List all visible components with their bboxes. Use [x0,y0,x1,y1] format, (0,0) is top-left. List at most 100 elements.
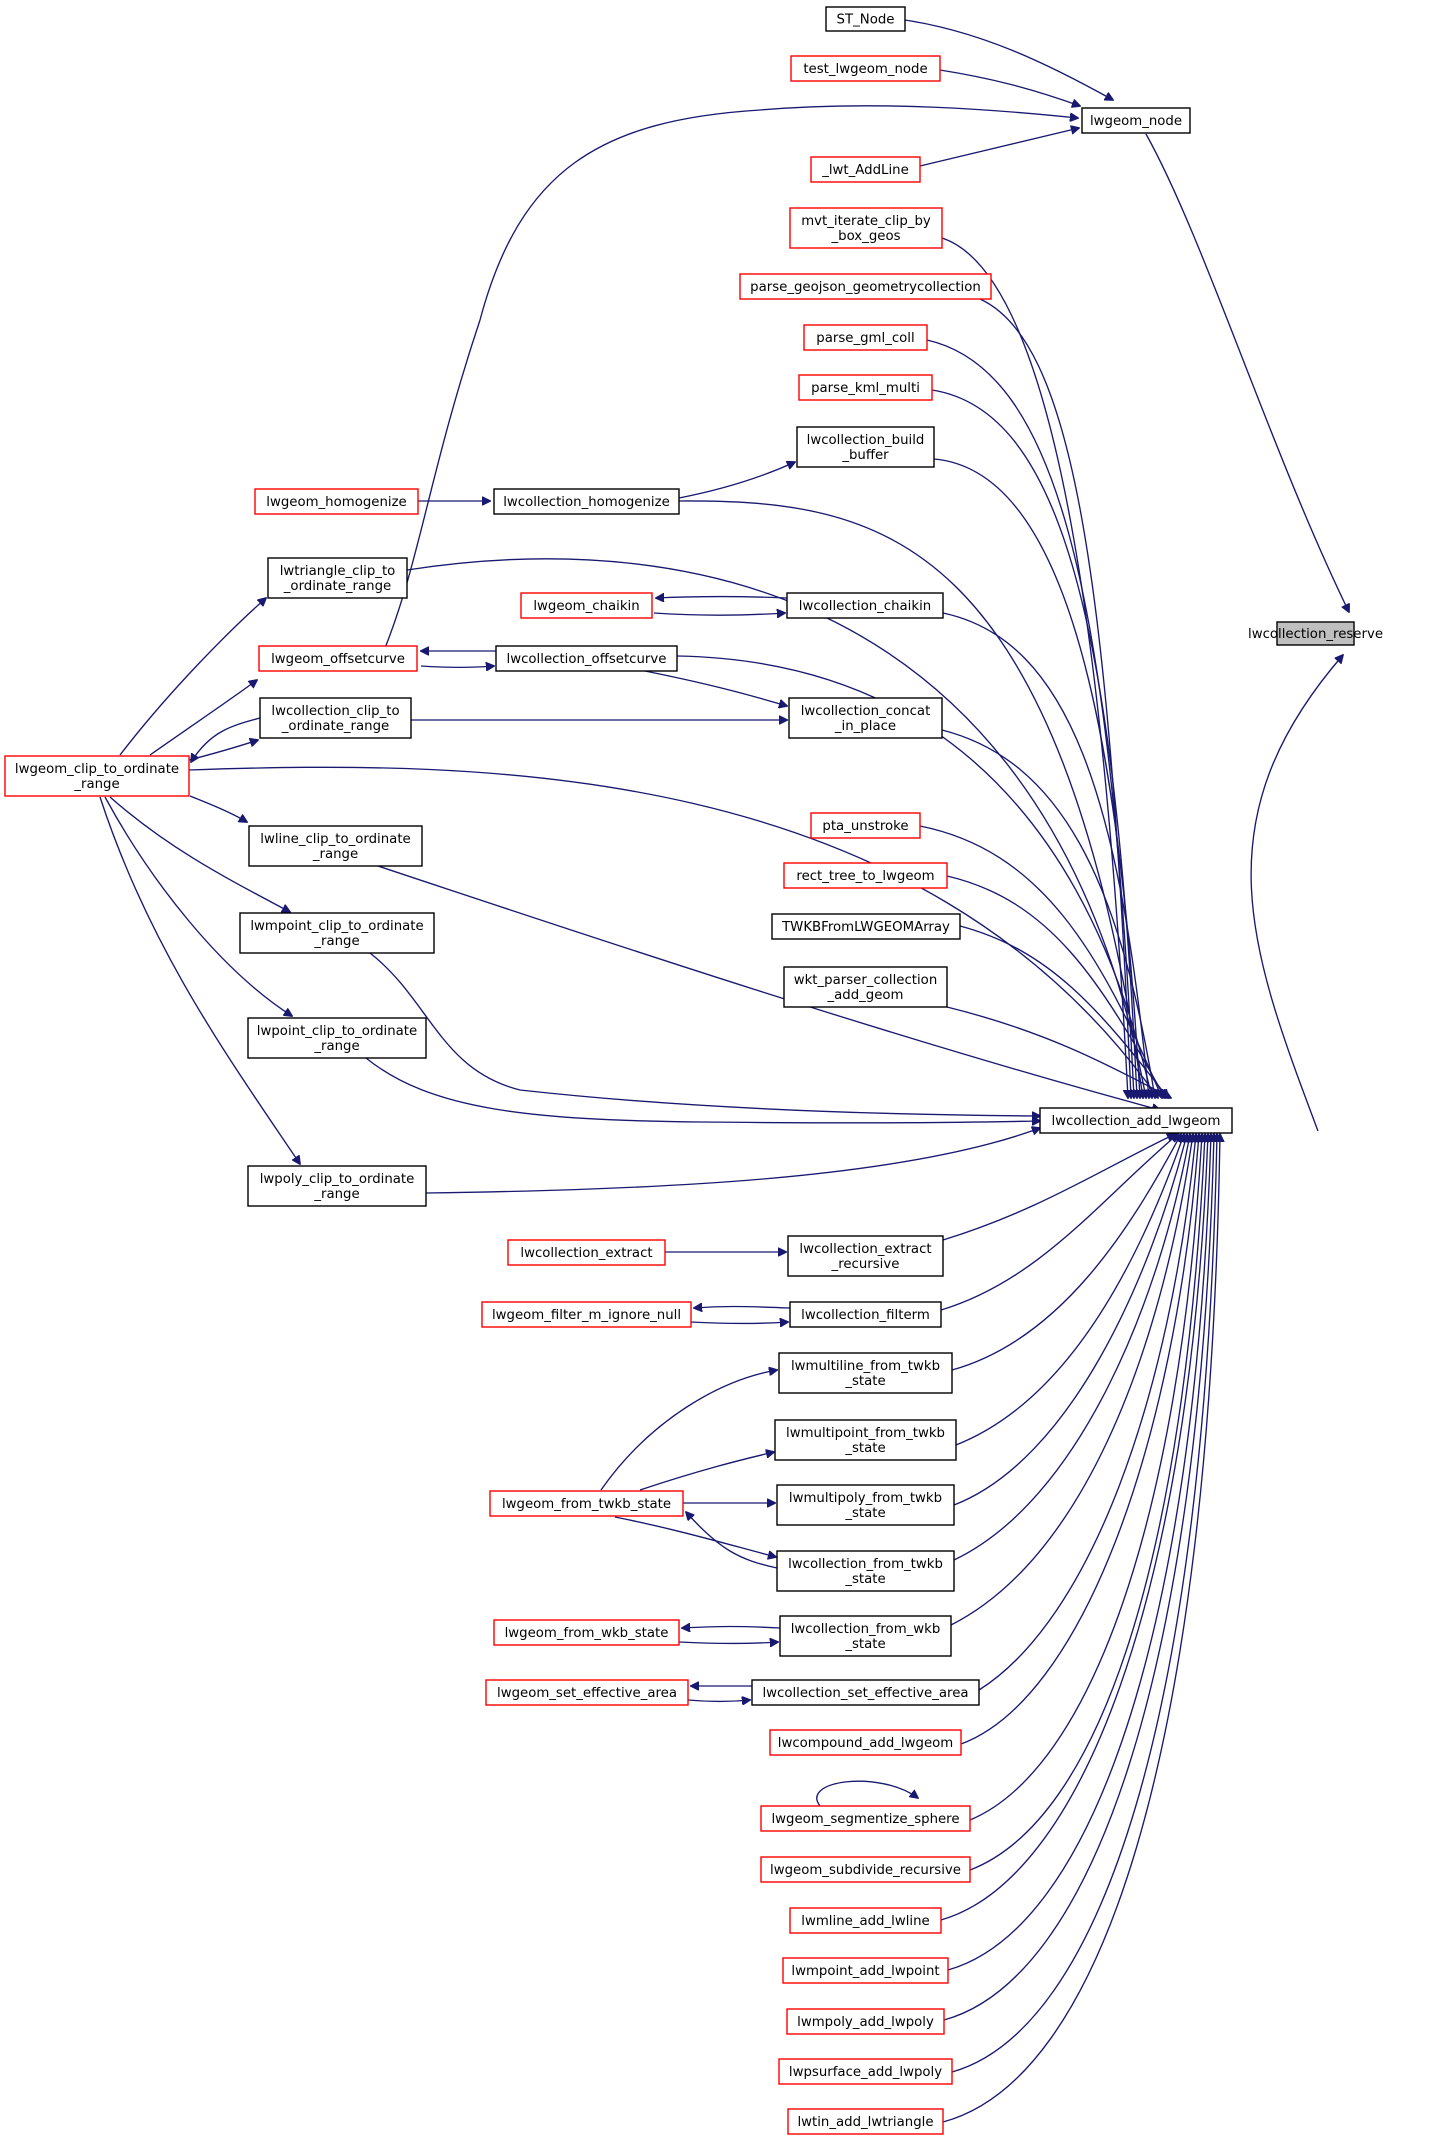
node-st-node[interactable]: ST_Node [825,6,906,32]
node-lwcollection-add-lwgeom[interactable]: lwcollection_add_lwgeom [1039,1107,1233,1134]
node-label: _in_place [834,719,896,734]
node-lwcollection-extract-recursive[interactable]: lwcollection_extract_recursive [787,1235,944,1277]
edge-arrow [960,1134,1199,1745]
edge-arrow [614,1516,776,1557]
node-lwmultipoint-from-twkb-state[interactable]: lwmultipoint_from_twkb_state [774,1419,957,1461]
node-label: lwcollection_chaikin [799,599,931,614]
node-lwmultipoly-from-twkb-state[interactable]: lwmultipoly_from_twkb_state [776,1484,955,1526]
node-test-lwgeom-node[interactable]: test_lwgeom_node [790,55,941,82]
node-rect-tree-to-lwgeom[interactable]: rect_tree_to_lwgeom [783,862,948,889]
node-label: _state [844,1637,885,1652]
node-lwcollection-concat-in-place[interactable]: lwcollection_concat_in_place [788,697,943,739]
edge-arrow [950,1134,1193,1626]
node-lwgeom-from-wkb-state[interactable]: lwgeom_from_wkb_state [493,1619,680,1646]
node-lwpsurface-add-lwpoly[interactable]: lwpsurface_add_lwpoly [778,2058,953,2085]
node-label: lwcollection_concat [801,704,931,719]
edges [99,18,1349,2123]
edge-arrow [1145,133,1349,612]
edge-arrow [942,612,1149,1098]
node-lwcollection-from-twkb-state[interactable]: lwcollection_from_twkb_state [776,1550,955,1592]
node-lwcollection-build-buffer[interactable]: lwcollection_build_buffer [796,426,935,468]
node-lwgeom-subdivide-recursive[interactable]: lwgeom_subdivide_recursive [760,1856,971,1883]
node-label: _buffer [841,448,889,463]
node-label: lwcollection_filterm [801,1308,930,1323]
node-lwcollection-filterm[interactable]: lwcollection_filterm [789,1301,942,1328]
node-lwmpoly-add-lwpoly[interactable]: lwmpoly_add_lwpoly [786,2008,945,2035]
node-lwgeom-node[interactable]: lwgeom_node [1081,107,1191,134]
node-mvt-iterate-clip-by-box-geos[interactable]: mvt_iterate_clip_by_box_geos [789,207,943,249]
node-label: _state [844,1572,885,1587]
node-label: lwcollection_build [807,433,925,448]
node-lwcollection-homogenize[interactable]: lwcollection_homogenize [493,488,680,515]
node-lwgeom-filter-m-ignore-null[interactable]: lwgeom_filter_m_ignore_null [481,1301,692,1328]
node-label: lwmline_add_lwline [801,1914,929,1929]
node-lwcollection-chaikin[interactable]: lwcollection_chaikin [786,592,944,619]
node-label: rect_tree_to_lwgeom [796,869,934,884]
node-lwcollection-from-wkb-state[interactable]: lwcollection_from_wkb_state [779,1615,952,1657]
node-label: lwpsurface_add_lwpoly [789,2065,942,2080]
edge-arrow [1250,655,1343,1132]
node-lwgeom-clip-to-ordinate-range[interactable]: lwgeom_clip_to_ordinate_range [4,755,190,797]
node-lwcollection-set-effective-area[interactable]: lwcollection_set_effective_area [751,1679,980,1706]
node-box [760,1856,971,1883]
node-lwgeom-chaikin[interactable]: lwgeom_chaikin [520,592,653,619]
edge-arrow [191,717,261,762]
edge-arrow [676,655,1152,1098]
node-lwgeom-offsetcurve[interactable]: lwgeom_offsetcurve [258,645,418,672]
node-lwtin-add-lwtriangle[interactable]: lwtin_add_lwtriangle [787,2108,944,2135]
node-label: lwgeom_segmentize_sphere [771,1812,959,1827]
node-label: wkt_parser_collection [794,973,938,988]
edge-arrow [946,1006,1171,1098]
node-box [789,207,943,249]
node-lwline-clip-to-ordinate-range[interactable]: lwline_clip_to_ordinate_range [248,825,423,867]
node-lwcollection-offsetcurve[interactable]: lwcollection_offsetcurve [495,645,678,672]
node-label: lwcollection_from_twkb [788,1557,943,1572]
nodes: lwcollection_reserve lwgeom_node lwcollect… [4,6,1383,2135]
node-parse-gml-coll[interactable]: parse_gml_coll [803,324,928,351]
node-label: _range [313,1187,359,1202]
node-box [789,1301,942,1328]
node-twkbfromlwgeomarray[interactable]: TWKBFromLWGEOMArray [771,913,961,940]
node-pta-unstroke[interactable]: pta_unstroke [810,812,921,839]
node-lwcollection-reserve[interactable]: lwcollection_reserve [1248,621,1383,646]
edge-arrow [955,1134,1184,1446]
node-box [1039,1107,1233,1134]
node-label: lwline_clip_to_ordinate [260,832,410,847]
node-lwmpoint-add-lwpoint[interactable]: lwmpoint_add_lwpoint [782,1957,949,1984]
node-box [247,1165,427,1207]
node-lwpoly-clip-to-ordinate-range[interactable]: lwpoly_clip_to_ordinate_range [247,1165,427,1207]
edge-arrow [940,1134,1208,1921]
node-lwtriangle-clip-to-ordinate-range[interactable]: lwtriangle_clip_to_ordinate_range [267,557,408,599]
node-lwpoint-clip-to-ordinate-range[interactable]: lwpoint_clip_to_ordinate_range [247,1017,427,1059]
node-wkt-parser-collection-add-geom[interactable]: wkt_parser_collection_add_geom [783,966,948,1008]
node-lwmpoint-clip-to-ordinate-range[interactable]: lwmpoint_clip_to_ordinate_range [239,912,435,954]
edge-arrow [951,1134,1181,1371]
node-box [776,1484,955,1526]
node-parse-geojson-geometrycollection[interactable]: parse_geojson_geometrycollection [739,273,992,300]
node-label: _range [73,777,119,792]
edge-arrow [369,952,1040,1116]
edge-arrow [104,796,292,1016]
node-label: lwgeom_clip_to_ordinate [15,762,179,777]
node-box [769,1729,962,1756]
node-lwcollection-extract[interactable]: lwcollection_extract [507,1239,666,1266]
node-lwgeom-from-twkb-state[interactable]: lwgeom_from_twkb_state [489,1490,684,1517]
node-lwcompound-add-lwgeom[interactable]: lwcompound_add_lwgeom [769,1729,962,1756]
node-box [760,1805,971,1832]
node-box [803,324,928,351]
node-lwgeom-segmentize-sphere[interactable]: lwgeom_segmentize_sphere [760,1805,971,1832]
node-parse-kml-multi[interactable]: parse_kml_multi [798,374,933,401]
edge-arrow [941,237,1128,1098]
node-lwt-addline[interactable]: _lwt_AddLine [810,156,921,183]
edge-arrow [939,69,1080,106]
node-box [258,645,418,672]
node-lwmultiline-from-twkb-state[interactable]: lwmultiline_from_twkb_state [778,1352,953,1394]
node-lwgeom-set-effective-area[interactable]: lwgeom_set_effective_area [485,1679,689,1706]
node-label: lwmultipoint_from_twkb [786,1426,945,1441]
node-lwgeom-homogenize[interactable]: lwgeom_homogenize [254,488,419,515]
node-label: lwmultipoly_from_twkb [789,1491,942,1506]
node-lwmline-add-lwline[interactable]: lwmline_add_lwline [789,1907,942,1934]
node-lwcollection-clip-to-ordinate-range[interactable]: lwcollection_clip_to_ordinate_range [259,697,412,739]
node-label: lwgeom_subdivide_recursive [770,1863,961,1878]
edge-arrow [188,766,1158,1098]
